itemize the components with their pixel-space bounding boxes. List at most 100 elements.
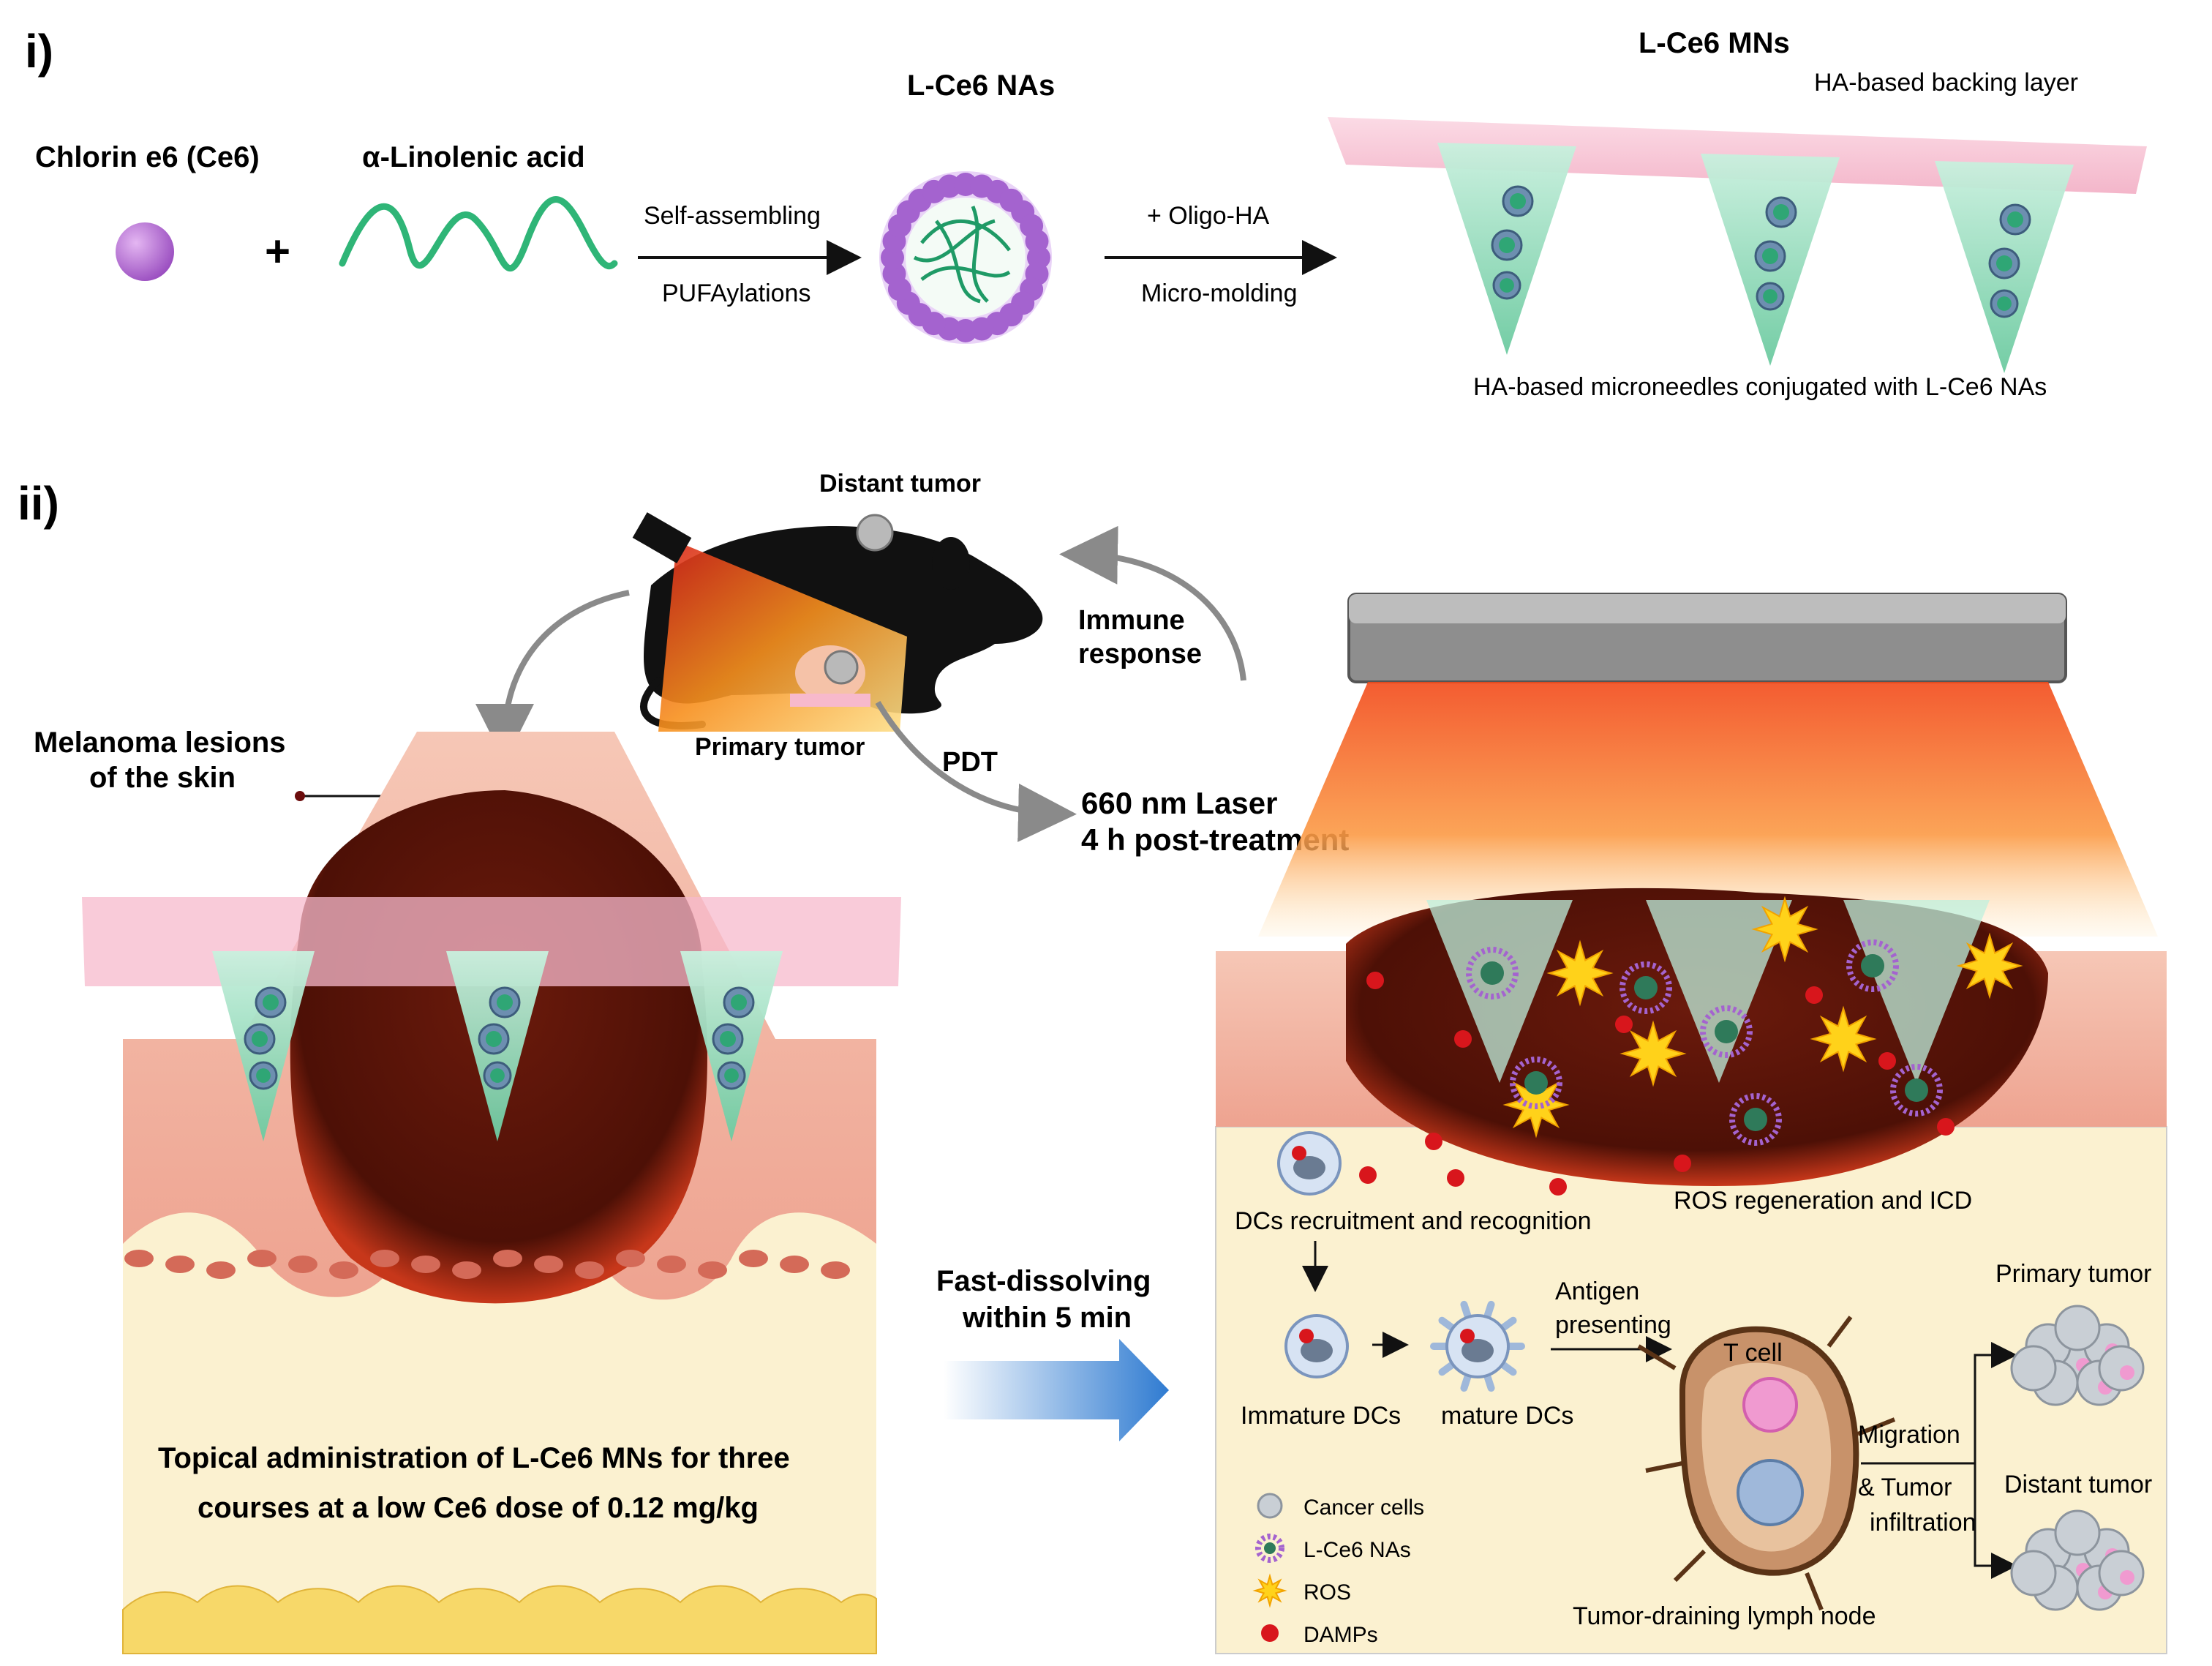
left-fat-layer <box>122 1585 877 1654</box>
legend-cancer-cell-icon <box>1257 1493 1283 1519</box>
l-ce6-na-icon <box>1492 271 1521 300</box>
l-ce6-na-icon <box>1729 1093 1782 1146</box>
l-ce6-na-icon <box>255 986 287 1018</box>
laser-line1: 660 nm Laser <box>1081 786 1278 820</box>
epidermis-cell <box>739 1250 768 1267</box>
immune-response-line2: response <box>1078 639 1202 669</box>
t-cell-label: T cell <box>1723 1339 1783 1367</box>
l-ce6-na-icon <box>1620 961 1672 1014</box>
l-ce6-na-icon <box>1765 196 1797 228</box>
damp-icon <box>1425 1133 1442 1150</box>
distant-tumor-dot <box>856 514 894 552</box>
dcs-recruit-label: DCs recruitment and recognition <box>1235 1207 1592 1235</box>
legend-label: ROS <box>1304 1580 1351 1605</box>
immune-cascade: DCs recruitment and recognition ROS rege… <box>1235 1131 2152 1647</box>
pdt-arrow <box>875 700 1077 842</box>
ros-icon <box>1546 939 1614 1007</box>
legend-damp-icon <box>1261 1624 1279 1642</box>
damp-icon <box>1447 1169 1464 1187</box>
damp-icon <box>1805 986 1823 1004</box>
mouse-patch <box>790 694 870 707</box>
plus-sign: + <box>265 227 290 276</box>
epidermis-cell <box>493 1250 522 1267</box>
backing-layer-label: HA-based backing layer <box>1814 69 2078 97</box>
ros-icon <box>1810 1005 1877 1073</box>
needles-caption: HA-based microneedles conjugated with L-… <box>1473 373 2047 401</box>
epidermis-cell <box>616 1250 645 1267</box>
epidermis-cell <box>288 1256 317 1273</box>
epidermis-cell <box>698 1261 727 1279</box>
legend-label: Cancer cells <box>1304 1496 1424 1520</box>
mature-dc-icon <box>1430 1300 1525 1392</box>
na-core <box>1861 954 1884 978</box>
l-ce6-na-icon <box>1255 1534 1284 1563</box>
epidermis-cell <box>370 1250 399 1267</box>
laser-device-top <box>1349 594 2066 623</box>
migration-line3: infiltration <box>1870 1509 1976 1536</box>
tumor-cluster-icon <box>2010 1509 2145 1611</box>
epidermis-cell <box>821 1261 850 1279</box>
epidermis-cell <box>780 1256 809 1273</box>
pufaylations-label: PUFAylations <box>662 279 810 307</box>
damp-icon <box>1937 1118 1955 1136</box>
oligo-ha-label: + Oligo-HA <box>1147 202 1270 230</box>
mature-dcs-label: mature DCs <box>1441 1402 1573 1430</box>
l-ce6-na-icon <box>1491 229 1523 261</box>
epidermis-cell <box>247 1250 276 1267</box>
l-ce6-na-icon <box>1988 247 2020 279</box>
epidermis-cell <box>452 1261 481 1279</box>
melanoma-pointer-dot <box>295 791 305 801</box>
l-ce6-mns-title: L-Ce6 MNs <box>1639 27 1790 59</box>
laser-light-cone <box>1258 682 2158 937</box>
l-ce6-na-icon <box>717 1061 746 1090</box>
left-epidermis-cells <box>124 1250 850 1279</box>
immature-dcs-label: Immature DCs <box>1241 1402 1401 1430</box>
ce6-molecule-icon <box>116 222 174 281</box>
ros-icon <box>1956 932 2023 999</box>
na-core <box>1481 961 1504 985</box>
l-ce6-na-icon <box>478 1023 510 1055</box>
self-assembling-label: Self-assembling <box>644 202 821 230</box>
l-ce6-na-icon <box>1700 1005 1753 1058</box>
panel-i: i) Chlorin e6 (Ce6) + α-Linolenic acid S… <box>25 25 2147 401</box>
primary-tumor-dot <box>824 650 859 685</box>
migration-line1: Migration <box>1858 1421 1960 1449</box>
topical-line2: courses at a low Ce6 dose of 0.12 mg/kg <box>198 1492 759 1524</box>
panel-i-label: i) <box>25 25 53 78</box>
legend-label: DAMPs <box>1304 1623 1378 1647</box>
damp-icon <box>1359 1166 1377 1184</box>
migration-line2: & Tumor <box>1858 1474 1952 1501</box>
na-core <box>1715 1020 1738 1043</box>
fast-dissolving-line1: Fast-dissolving <box>936 1265 1151 1297</box>
l-ce6-na-icon <box>723 986 755 1018</box>
na-core <box>1634 976 1658 999</box>
dissolving-microneedle <box>1426 900 1573 1083</box>
l-ce6-na-icon <box>244 1023 276 1055</box>
lymph-dc-icon <box>1737 1459 1804 1526</box>
epidermis-cell <box>329 1261 358 1279</box>
left-skin-block <box>82 732 901 1654</box>
l-ce6-na-icon <box>1754 240 1786 272</box>
ros-icon <box>1751 896 1818 963</box>
lymph-node-icon <box>1637 1316 1896 1611</box>
epidermis-cell <box>165 1256 195 1273</box>
damp-icon <box>1674 1155 1691 1172</box>
damp-icon <box>1454 1030 1472 1048</box>
epidermis-cell <box>411 1256 440 1273</box>
epidermis-cell <box>575 1261 604 1279</box>
microneedle-patch <box>1328 117 2147 373</box>
na-core <box>1905 1078 1928 1102</box>
laser-probe-icon <box>632 512 692 563</box>
epidermis-cell <box>534 1256 563 1273</box>
nas-bead-icon <box>1025 229 1049 253</box>
dendritic-cell-icon <box>1284 1314 1349 1378</box>
ce6-label: Chlorin e6 (Ce6) <box>35 141 260 173</box>
na-core <box>1264 1542 1276 1554</box>
l-ce6-na-icon <box>1890 1064 1943 1117</box>
l-ce6-nas-title: L-Ce6 NAs <box>907 70 1055 102</box>
ros-icd-label: ROS regeneration and ICD <box>1674 1187 1972 1215</box>
melanoma-line1: Melanoma lesions <box>34 727 286 759</box>
immune-response-line1: Immune <box>1078 605 1185 636</box>
